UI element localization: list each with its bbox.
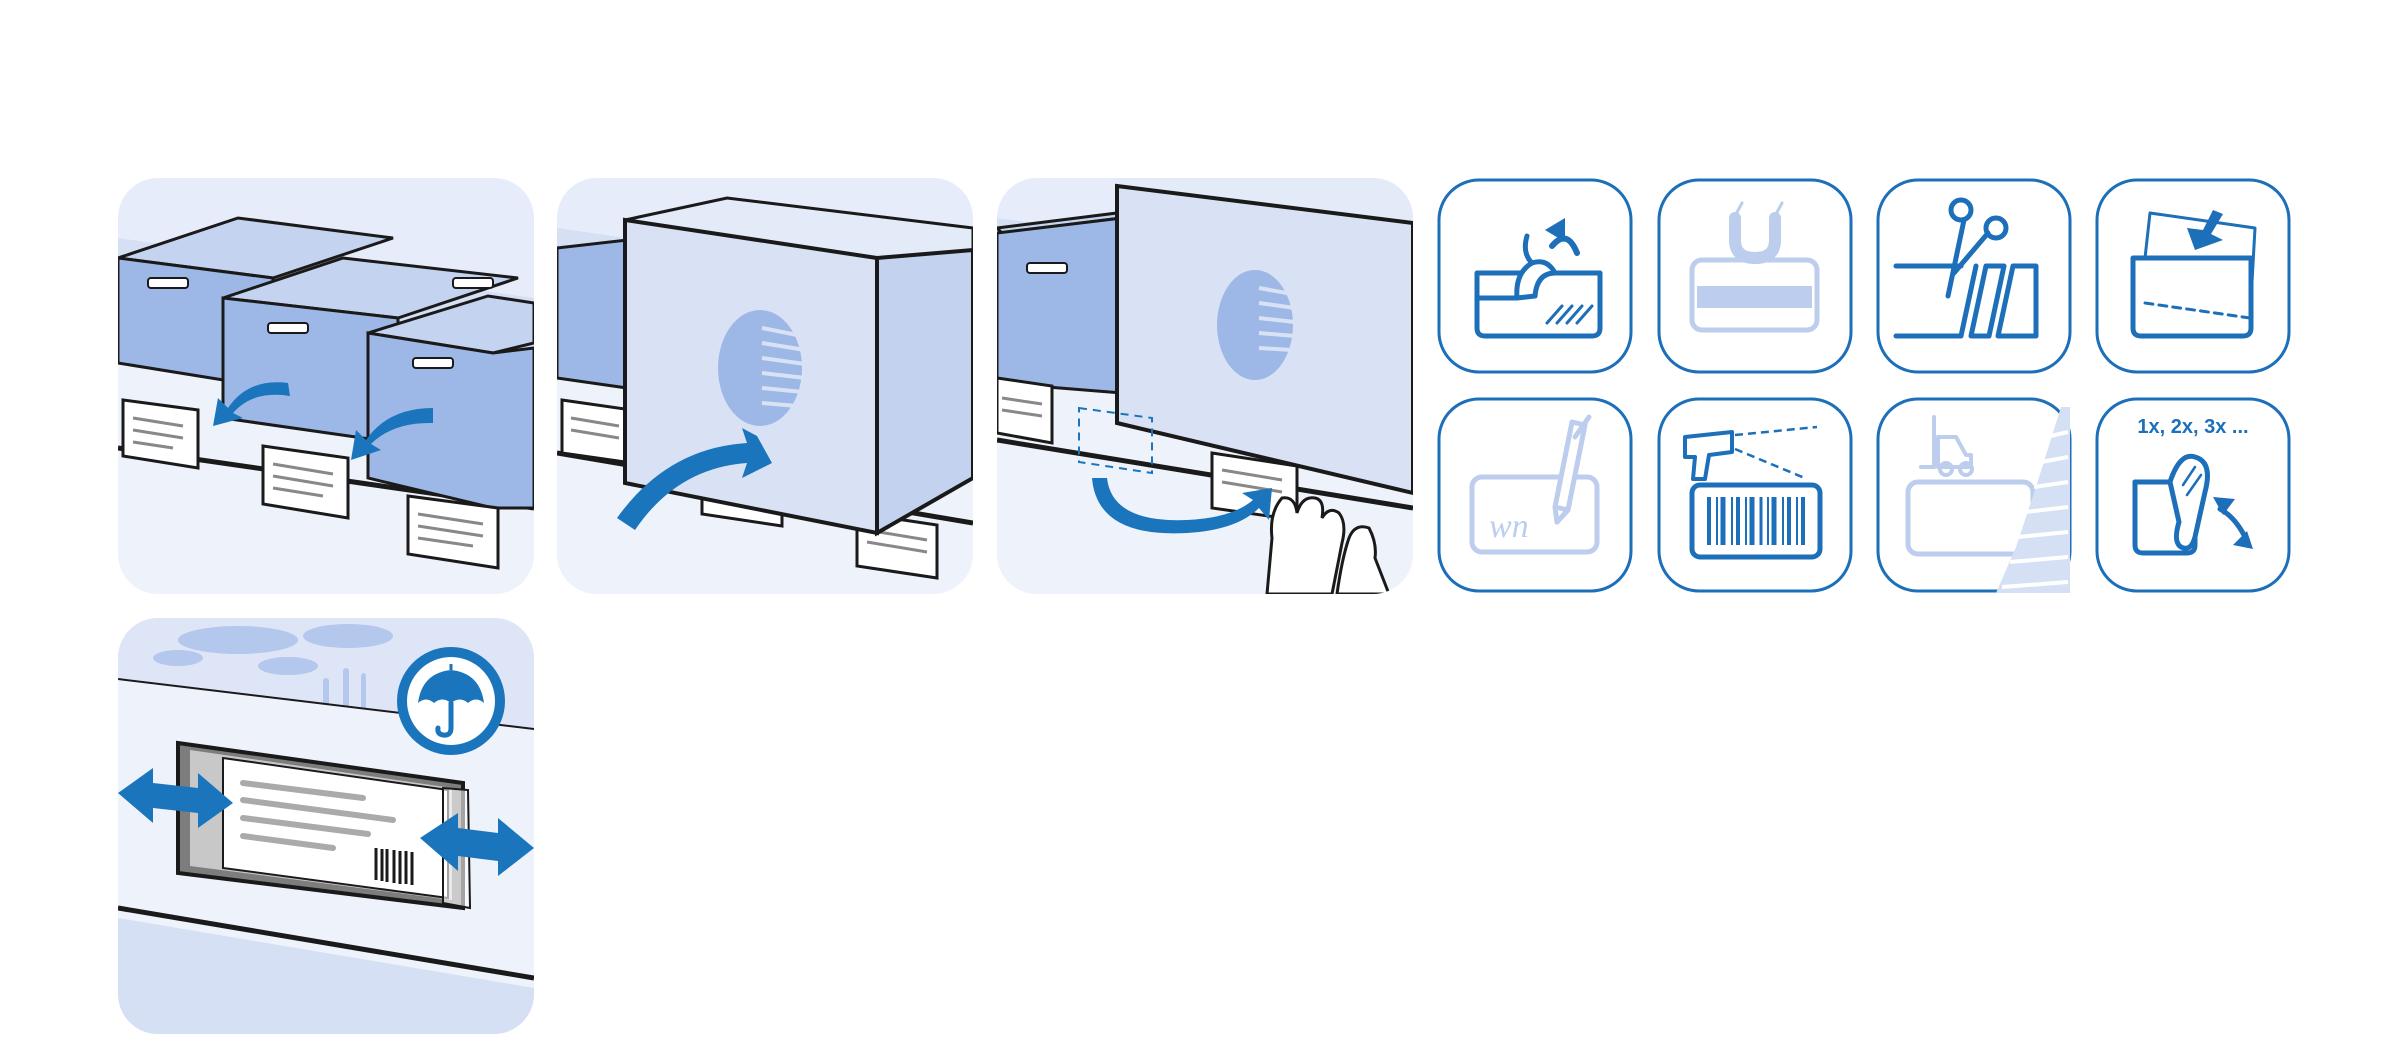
magnet-icon xyxy=(1689,201,1820,333)
horizontal-double-arrow-icon xyxy=(420,813,534,876)
reusable-caption: 1x, 2x, 3x ... xyxy=(2137,416,2248,438)
crate-3 xyxy=(366,294,534,510)
horizontal-double-arrow-icon xyxy=(118,768,233,828)
shelf-label-2 xyxy=(261,444,350,520)
handwriting-text: wn xyxy=(1489,508,1529,545)
hand-icon xyxy=(1265,496,1391,594)
panel-weather-resistant-label xyxy=(118,618,534,1034)
tile-insert-label xyxy=(2095,178,2291,374)
tile-writable: wn xyxy=(1437,397,1633,593)
panel-box-hand-reposition xyxy=(997,178,1413,594)
reusable-label-icon xyxy=(2132,453,2248,556)
water-splash-icon xyxy=(153,624,393,738)
umbrella-icon xyxy=(397,647,505,755)
scissors-icon xyxy=(1893,197,2039,339)
panel-crates-label-placement xyxy=(118,178,534,594)
box-slide-icon xyxy=(617,428,772,530)
tile-barcode-scan xyxy=(1657,397,1853,593)
hand-reposition-icon xyxy=(1092,478,1272,534)
tile-magnetic xyxy=(1657,178,1853,374)
tire-track-icon xyxy=(1996,407,2070,593)
barcode-icon xyxy=(374,848,414,885)
pen-write-icon xyxy=(1469,414,1600,555)
shelf-label-1 xyxy=(121,398,200,470)
crates-arrow-icon xyxy=(213,382,290,426)
peel-off-icon xyxy=(1474,233,1603,339)
panel-box-slide-over-label xyxy=(557,178,973,594)
cardboard-box xyxy=(623,196,973,537)
tile-peel-off xyxy=(1437,178,1633,374)
tile-cut-to-size xyxy=(1876,178,2072,374)
shelf-label-3 xyxy=(406,494,500,570)
insert-label-icon xyxy=(2130,211,2257,339)
tile-forklift xyxy=(1876,397,2072,593)
tile-reusable: 1x, 2x, 3x ... xyxy=(2095,397,2291,593)
label-holder xyxy=(176,740,472,911)
crate-2 xyxy=(221,256,519,445)
crates-arrow-icon xyxy=(351,408,433,460)
barcode-scanner-icon xyxy=(1683,425,1823,560)
